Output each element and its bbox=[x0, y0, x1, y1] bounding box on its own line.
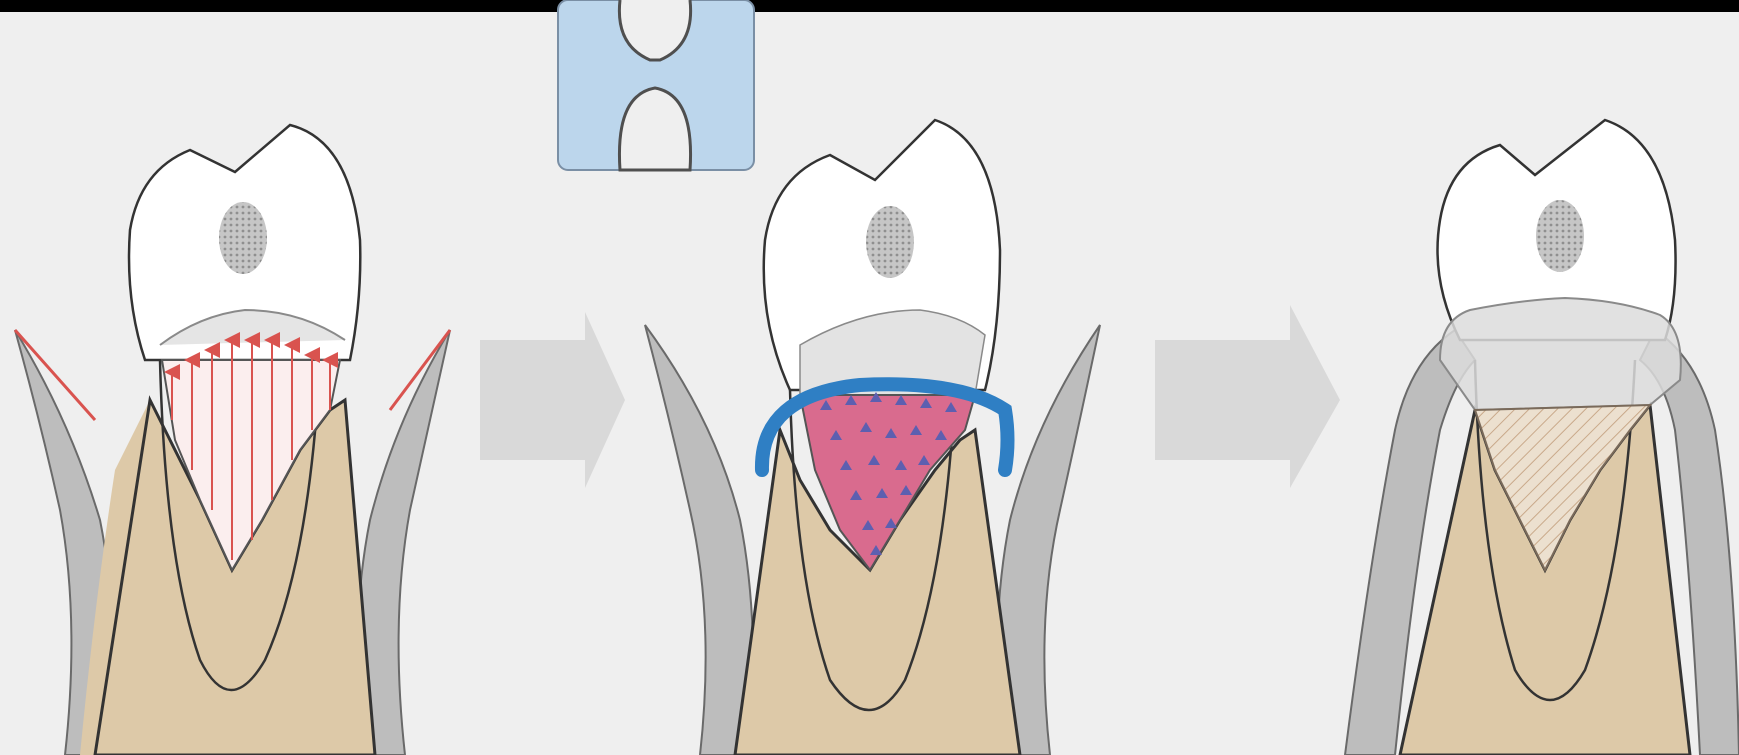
pulp-chamber bbox=[866, 206, 914, 278]
top-bar bbox=[0, 0, 1739, 12]
membrane-inset-icon bbox=[558, 0, 754, 170]
pulp-chamber bbox=[219, 202, 267, 274]
pulp-chamber bbox=[1536, 200, 1584, 272]
attached-gingiva bbox=[1440, 298, 1681, 410]
